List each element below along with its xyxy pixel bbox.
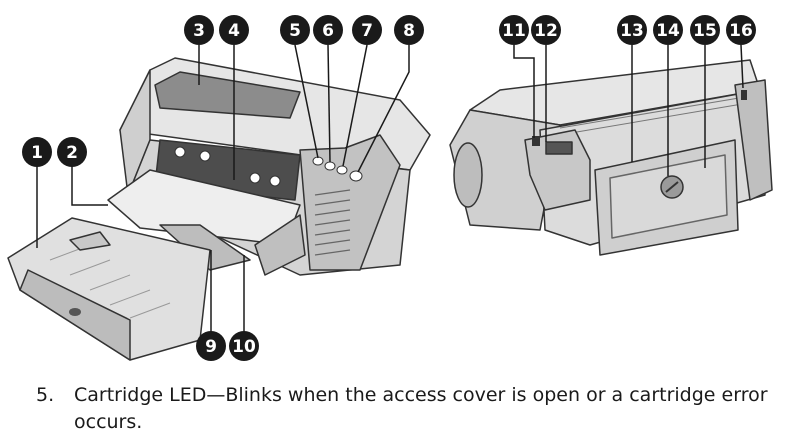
callout-badge-6: 6 bbox=[313, 15, 343, 45]
caption-text: Cartridge LED—Blinks when the access cov… bbox=[74, 384, 768, 433]
callout-badge-2: 2 bbox=[57, 137, 87, 167]
svg-text:4: 4 bbox=[228, 21, 240, 41]
callout-badge-9: 9 bbox=[196, 331, 226, 361]
svg-text:10: 10 bbox=[232, 337, 256, 357]
callout-badge-8: 8 bbox=[394, 15, 424, 45]
svg-text:15: 15 bbox=[693, 21, 717, 41]
callout-badge-14: 14 bbox=[653, 15, 683, 45]
printer-rear-view bbox=[449, 59, 773, 256]
callout-badge-16: 16 bbox=[726, 15, 756, 45]
svg-text:2: 2 bbox=[66, 143, 78, 163]
callout-badge-12: 12 bbox=[531, 15, 561, 45]
svg-text:14: 14 bbox=[656, 21, 680, 41]
svg-text:11: 11 bbox=[502, 21, 526, 41]
svg-text:3: 3 bbox=[193, 21, 205, 41]
caption-item: 5. Cartridge LED—Blinks when the access … bbox=[36, 382, 776, 436]
svg-text:8: 8 bbox=[403, 21, 415, 41]
svg-text:6: 6 bbox=[322, 21, 334, 41]
printer-front-view bbox=[7, 57, 431, 361]
callout-badge-13: 13 bbox=[617, 15, 647, 45]
svg-text:16: 16 bbox=[729, 21, 753, 41]
callout-badge-7: 7 bbox=[352, 15, 382, 45]
svg-text:13: 13 bbox=[620, 21, 644, 41]
svg-text:9: 9 bbox=[205, 337, 217, 357]
callout-badge-3: 3 bbox=[184, 15, 214, 45]
callout-badge-11: 11 bbox=[499, 15, 529, 45]
caption-number: 5. bbox=[36, 384, 55, 406]
callout-badge-4: 4 bbox=[219, 15, 249, 45]
callout-leader-lines bbox=[36, 44, 744, 335]
callout-badge-5: 5 bbox=[280, 15, 310, 45]
svg-text:5: 5 bbox=[289, 21, 301, 41]
callout-badge-1: 1 bbox=[22, 137, 52, 167]
svg-text:1: 1 bbox=[31, 143, 43, 163]
callout-badge-15: 15 bbox=[690, 15, 720, 45]
callout-badge-10: 10 bbox=[229, 331, 259, 361]
printer-illustration: 1 2 3 4 5 6 7 8 9 10 11 12 13 14 15 16 bbox=[7, 15, 773, 361]
svg-text:7: 7 bbox=[361, 21, 373, 41]
svg-text:12: 12 bbox=[534, 21, 558, 41]
